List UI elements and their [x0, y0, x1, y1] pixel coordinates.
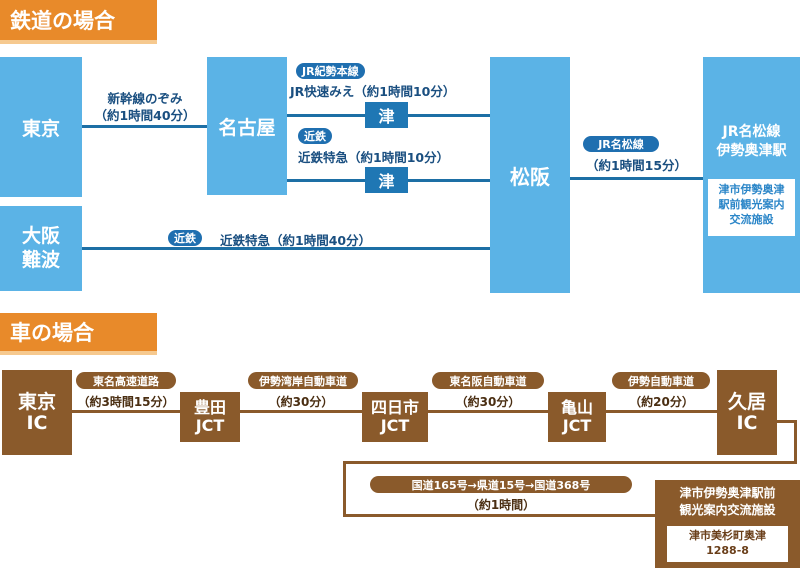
- route-line-meisho: [570, 177, 703, 180]
- road-ise-badge: 伊勢自動車道: [612, 372, 710, 389]
- road-higashimeihan-badge: 東名阪自動車道: [432, 372, 544, 389]
- destination-line-station: JR名松線 伊勢奥津駅: [716, 124, 787, 159]
- meisho-line-badge: JR名松線: [583, 136, 659, 152]
- node-kameyama-jct: 亀山 JCT: [548, 392, 606, 442]
- node-yokkaichi-jct: 四日市 JCT: [362, 392, 428, 442]
- road-tomei-badge: 東名高速道路: [76, 372, 176, 389]
- station-osaka-namba: 大阪 難波: [0, 206, 82, 291]
- station-tokyo: 東京: [0, 57, 82, 197]
- road-tomei-time: （約3時間15分）: [77, 395, 175, 409]
- destination-car: 津市伊勢奥津駅前 観光案内交流施設 津市美杉町奥津 1288-8: [655, 480, 800, 568]
- jr-kisei-line-badge: JR紀勢本線: [296, 63, 365, 79]
- road-final-time: （約1時間）: [466, 498, 536, 512]
- shinkansen-time: （約1時間40分）: [94, 108, 196, 123]
- jr-kisei-service: JR快速みえ（約1時間10分）: [290, 84, 456, 99]
- tsu-station-jr: 津: [365, 102, 408, 128]
- node-toyota-jct: 豊田 JCT: [180, 392, 240, 442]
- route-line-shinkansen: [82, 125, 208, 128]
- road-line-connector-right: [777, 420, 797, 423]
- road-line-higashimeihan: [428, 410, 548, 413]
- destination-car-name: 津市伊勢奥津駅前 観光案内交流施設: [679, 486, 776, 517]
- road-line-final: [343, 514, 655, 517]
- road-line-ise: [606, 410, 717, 413]
- road-higashimeihan-time: （約30分）: [455, 395, 521, 409]
- station-matsusaka: 松阪: [490, 57, 570, 293]
- station-nagoya: 名古屋: [207, 57, 287, 195]
- destination-rail: JR名松線 伊勢奥津駅 津市伊勢奥津 駅前観光案内 交流施設: [703, 57, 800, 293]
- road-line-tomei: [72, 410, 180, 413]
- shinkansen-name: 新幹線のぞみ: [107, 91, 183, 106]
- meisho-time: （約1時間15分）: [585, 158, 688, 173]
- road-line-connector-down: [794, 420, 797, 464]
- node-tokyo-ic: 東京 IC: [2, 370, 72, 455]
- road-line-isewangan: [240, 410, 362, 413]
- car-section-title: 車の場合: [0, 313, 157, 355]
- road-ise-time: （約20分）: [629, 395, 694, 409]
- node-hisai-ic: 久居 IC: [717, 370, 777, 455]
- road-line-connector-left-down: [343, 461, 346, 517]
- kintetsu-service-osaka: 近鉄特急（約1時間40分）: [220, 233, 372, 248]
- tsu-station-kintetsu: 津: [365, 167, 408, 193]
- road-line-connector-back: [343, 461, 797, 464]
- route-line-kintetsu-osaka: [82, 247, 490, 250]
- kintetsu-badge-nagoya: 近鉄: [298, 128, 332, 144]
- destination-facility-card: 津市伊勢奥津 駅前観光案内 交流施設: [708, 179, 795, 236]
- road-final-badge: 国道165号→県道15号→国道368号: [370, 476, 632, 493]
- road-isewangan-time: （約30分）: [268, 395, 334, 409]
- destination-car-address: 津市美杉町奥津 1288-8: [667, 526, 788, 562]
- road-isewangan-badge: 伊勢湾岸自動車道: [248, 372, 358, 389]
- rail-section-title: 鉄道の場合: [0, 0, 157, 44]
- kintetsu-badge-osaka: 近鉄: [168, 230, 202, 246]
- kintetsu-service-nagoya: 近鉄特急（約1時間10分）: [298, 150, 450, 165]
